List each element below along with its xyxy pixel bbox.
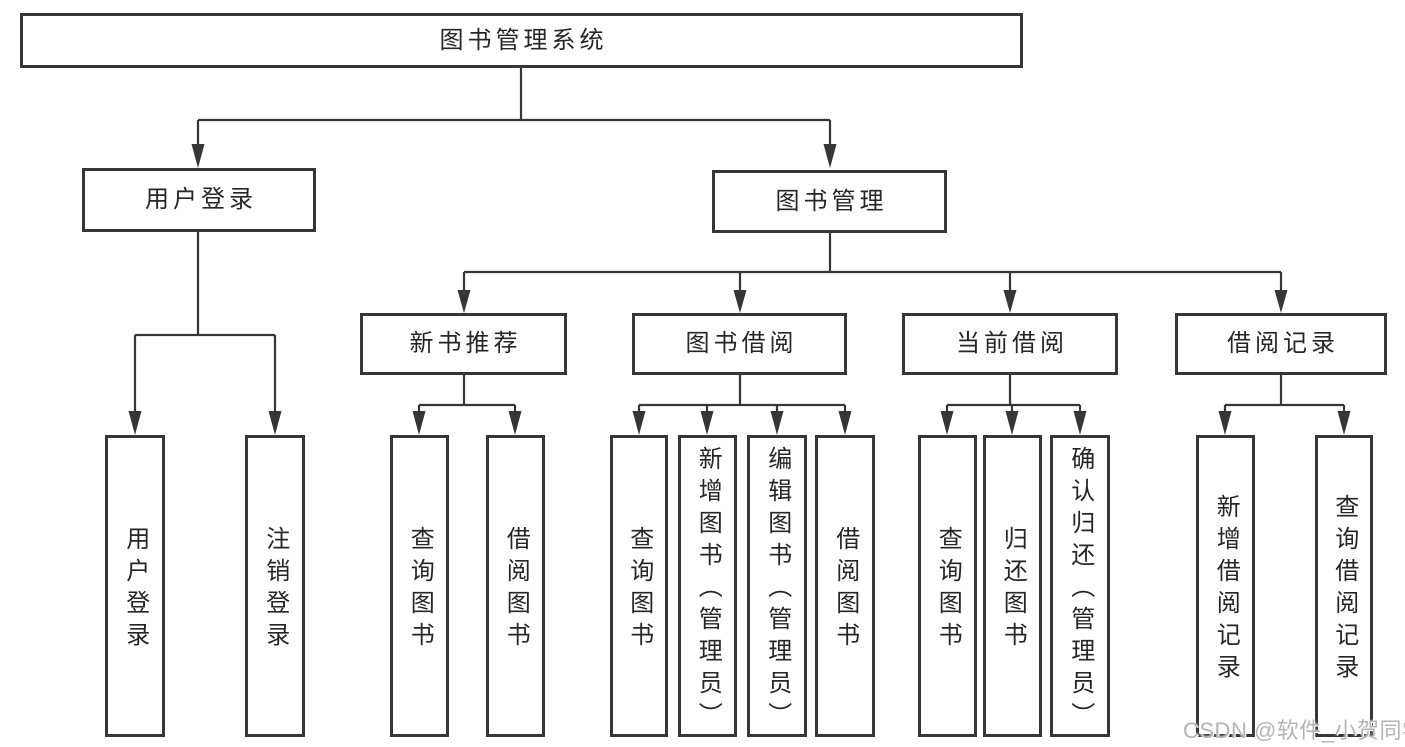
leaf-cb-confirm-return-admin: 确认归还（管理员）: [1050, 435, 1110, 737]
node-book-borrowing: 图书借阅: [632, 313, 847, 375]
leaf-logout: 注销登录: [245, 435, 305, 737]
leaf-bb-query-books: 查询图书: [610, 435, 668, 737]
leaf-rec-borrow-books: 借阅图书: [486, 435, 545, 737]
node-borrowing-records: 借阅记录: [1175, 313, 1387, 375]
node-book-management: 图书管理: [712, 170, 947, 233]
leaf-bb-borrow-books: 借阅图书: [815, 435, 875, 737]
leaf-user-login: 用户登录: [105, 435, 165, 737]
csdn-watermark: CSDN @软件_小贺同学: [1183, 718, 1405, 743]
node-library-system: 图书管理系统: [20, 13, 1023, 68]
node-current-borrowing: 当前借阅: [902, 313, 1118, 375]
leaf-bb-edit-books-admin: 编辑图书（管理员）: [747, 435, 807, 737]
leaf-cb-return-books: 归还图书: [983, 435, 1042, 737]
leaf-br-query-record: 查询借阅记录: [1315, 435, 1373, 737]
node-user-login: 用户登录: [82, 168, 316, 232]
leaf-cb-query-books: 查询图书: [918, 435, 977, 737]
node-new-book-recommendation: 新书推荐: [360, 313, 567, 375]
leaf-br-add-record: 新增借阅记录: [1196, 435, 1255, 737]
leaf-bb-add-books-admin: 新增图书（管理员）: [678, 435, 737, 737]
leaf-rec-query-books: 查询图书: [390, 435, 449, 737]
